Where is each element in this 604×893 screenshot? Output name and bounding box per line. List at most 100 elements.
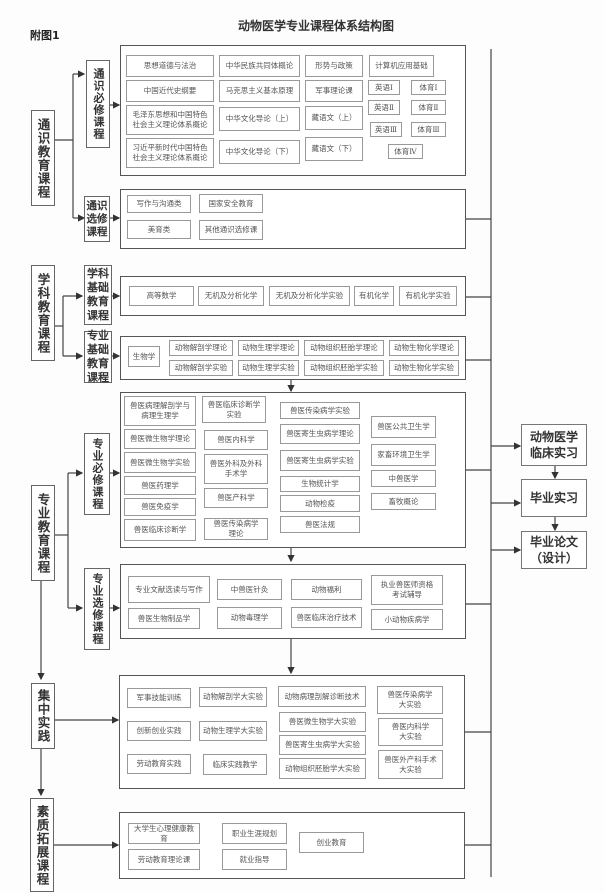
course[interactable]: 英语Ⅰ — [368, 80, 400, 95]
course[interactable]: 藏语文（下） — [305, 137, 363, 161]
course[interactable]: 无机及分析化学 — [198, 286, 264, 306]
endpoint-graduation-internship[interactable]: 毕业实习 — [521, 479, 587, 517]
course[interactable]: 兽医外科及外科 手术学 — [204, 454, 268, 484]
course[interactable]: 英语Ⅲ — [370, 122, 402, 137]
course[interactable]: 动物生理学实验 — [238, 360, 299, 376]
course[interactable]: 动物解剖学理论 — [169, 340, 233, 356]
course[interactable]: 有机化学 — [354, 286, 394, 306]
course[interactable]: 马克思主义基本原理 — [219, 80, 300, 102]
course[interactable]: 军事技能训练 — [127, 688, 191, 708]
course[interactable]: 中华文化导论（上） — [219, 107, 300, 131]
subcategory-professional-elective[interactable]: 专业选修课程 — [84, 568, 110, 650]
endpoint-graduation-thesis[interactable]: 毕业论文 （设计） — [521, 531, 587, 569]
course[interactable]: 体育Ⅱ — [411, 100, 446, 115]
course[interactable]: 动物福利 — [291, 579, 362, 600]
course[interactable]: 兽医药理学 — [124, 476, 196, 495]
course[interactable]: 动物生理学大实验 — [199, 721, 267, 741]
course[interactable]: 兽医临床治疗技术 — [291, 607, 362, 628]
course[interactable]: 兽医临床诊断学 — [124, 519, 196, 541]
course[interactable]: 美育类 — [127, 220, 191, 239]
course[interactable]: 动物检疫 — [280, 495, 360, 512]
subcategory-professional-required[interactable]: 专业必修课程 — [84, 433, 110, 515]
course[interactable]: 兽医微生物学实验 — [124, 452, 196, 473]
course[interactable]: 畜牧概论 — [371, 493, 436, 510]
course[interactable]: 中华民族共同体概论 — [219, 55, 300, 77]
course[interactable]: 军事理论课 — [305, 80, 363, 102]
course[interactable]: 有机化学实验 — [399, 286, 457, 306]
course[interactable]: 动物解剖学实验 — [169, 360, 233, 376]
course[interactable]: 劳动教育实践 — [127, 754, 191, 774]
course[interactable]: 兽医生物制品学 — [128, 608, 200, 629]
course[interactable]: 毛泽东思想和中国特色 社会主义理论体系概论 — [126, 105, 214, 135]
category-discipline[interactable]: 学科教育课程 — [31, 265, 55, 361]
course[interactable]: 生物统计学 — [280, 476, 360, 492]
course[interactable]: 就业指导 — [222, 849, 287, 870]
subcategory-general-required[interactable]: 通识必修课程 — [86, 60, 110, 148]
course[interactable]: 形势与政策 — [305, 55, 363, 77]
course[interactable]: 体育Ⅳ — [388, 144, 423, 159]
category-practice[interactable]: 集中实践 — [31, 683, 55, 749]
course[interactable]: 大学生心理健康教育 — [128, 823, 200, 844]
course[interactable]: 体育Ⅲ — [411, 122, 446, 137]
course[interactable]: 动物病理剖解诊断技术 — [278, 686, 366, 707]
course[interactable]: 动物生理学理论 — [238, 340, 299, 356]
course[interactable]: 其他通识选修课 — [199, 220, 263, 240]
course[interactable]: 动物生物化学理论 — [389, 340, 459, 356]
course[interactable]: 兽医微生物学大实验 — [279, 712, 366, 732]
category-professional[interactable]: 专业教育课程 — [31, 485, 55, 581]
course[interactable]: 兽医产科学 — [204, 488, 268, 508]
subcategory-professional-basic[interactable]: 专业基础教育课程 — [84, 329, 112, 384]
course[interactable]: 兽医公共卫生学 — [371, 416, 436, 438]
course[interactable]: 小动物疾病学 — [371, 609, 443, 630]
subcategory-discipline-basic-label: 学科基础教育课程 — [87, 267, 109, 322]
course[interactable]: 家畜环境卫生学 — [371, 444, 436, 466]
course[interactable]: 兽医内科学 — [204, 430, 268, 450]
course[interactable]: 兽医临床诊断学 实验 — [202, 396, 266, 423]
course[interactable]: 动物解剖学大实验 — [199, 687, 267, 707]
course[interactable]: 执业兽医师资格 考试辅导 — [371, 575, 443, 605]
course[interactable]: 创业教育 — [299, 832, 364, 853]
course[interactable]: 体育Ⅰ — [411, 80, 446, 95]
course[interactable]: 高等数学 — [129, 286, 194, 306]
course[interactable]: 国家安全教育 — [199, 194, 263, 213]
course[interactable]: 兽医微生物学理论 — [124, 429, 196, 449]
course[interactable]: 英语Ⅱ — [368, 100, 400, 115]
course[interactable]: 劳动教育理论课 — [128, 849, 200, 870]
course[interactable]: 兽医内科学 大实验 — [378, 718, 443, 746]
course[interactable]: 兽医传染病学 理论 — [204, 518, 268, 540]
course[interactable]: 专业文献选读与写作 — [128, 576, 210, 603]
course[interactable]: 动物组织胚胎学理论 — [304, 340, 384, 356]
category-quality[interactable]: 素质拓展课程 — [30, 798, 54, 892]
course[interactable]: 兽医传染病学实验 — [280, 402, 360, 419]
course[interactable]: 兽医外产科手术 大实验 — [378, 750, 443, 779]
course[interactable]: 兽医寄生虫病学大实验 — [279, 735, 366, 755]
course[interactable]: 中国近代史纲要 — [126, 80, 214, 102]
course[interactable]: 习近平新时代中国特色 社会主义理论体系概论 — [126, 138, 214, 168]
course[interactable]: 临床实践教学 — [203, 754, 267, 775]
subcategory-discipline-basic[interactable]: 学科基础教育课程 — [84, 265, 112, 325]
course[interactable]: 职业生涯规划 — [222, 823, 287, 844]
course[interactable]: 动物组织胚胎学大实验 — [279, 758, 366, 779]
course[interactable]: 动物毒理学 — [217, 607, 282, 629]
course[interactable]: 兽医寄生虫病学实验 — [280, 450, 360, 471]
course[interactable]: 生物学 — [128, 346, 160, 367]
course[interactable]: 中兽医针灸 — [217, 579, 282, 600]
course[interactable]: 创新创业实践 — [127, 721, 191, 741]
course[interactable]: 思想道德与法治 — [126, 55, 214, 77]
course[interactable]: 兽医法规 — [280, 516, 360, 533]
course[interactable]: 计算机应用基础 — [369, 55, 434, 77]
course[interactable]: 兽医病理解剖学与 病理生理学 — [124, 396, 196, 426]
course[interactable]: 兽医免疫学 — [124, 498, 196, 516]
course[interactable]: 动物生物化学实验 — [389, 360, 459, 376]
course[interactable]: 动物组织胚胎学实验 — [304, 360, 384, 376]
course[interactable]: 兽医传染病学 大实验 — [377, 686, 443, 714]
course[interactable]: 写作与沟通类 — [127, 195, 191, 213]
course[interactable]: 藏语文（上） — [305, 106, 363, 130]
endpoint-clinical-internship[interactable]: 动物医学 临床实习 — [521, 424, 587, 466]
category-general[interactable]: 通识教育课程 — [31, 110, 55, 206]
course[interactable]: 中华文化导论（下） — [219, 140, 300, 164]
course[interactable]: 无机及分析化学实验 — [269, 286, 350, 306]
subcategory-general-elective[interactable]: 通识选修课程 — [84, 196, 110, 242]
course[interactable]: 兽医寄生虫病学理论 — [280, 424, 360, 444]
course[interactable]: 中兽医学 — [371, 470, 436, 487]
